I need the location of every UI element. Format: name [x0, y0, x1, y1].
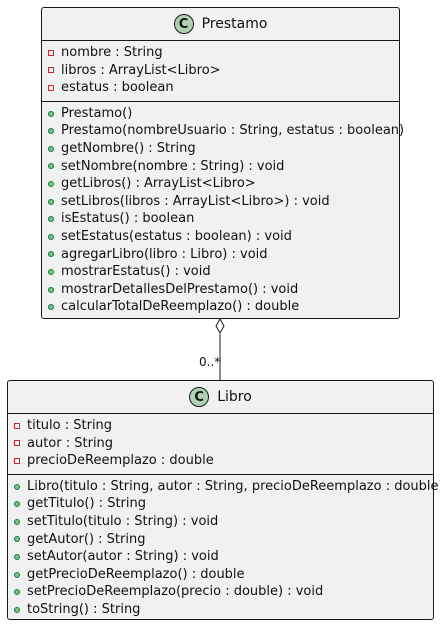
- member-text: libros : ArrayList<Libro>: [61, 62, 221, 78]
- member-text: setLibros(libros : ArrayList<Libro>) : v…: [61, 193, 330, 209]
- public-visibility-icon: [48, 145, 54, 152]
- member-row: getLibros() : ArrayList<Libro>: [42, 175, 399, 193]
- class-badge-icon: C: [189, 387, 210, 407]
- member-text: setTitulo(titulo : String) : void: [27, 513, 219, 529]
- public-visibility-icon: [48, 180, 54, 187]
- member-text: estatus : boolean: [61, 80, 174, 96]
- public-visibility-icon: [14, 483, 20, 490]
- member-text: mostrarDetallesDelPrestamo() : void: [61, 281, 299, 297]
- public-visibility-icon: [48, 216, 54, 223]
- member-row: getPrecioDeReemplazo() : double: [8, 566, 433, 584]
- public-visibility-icon: [14, 501, 20, 508]
- member-text: isEstatus() : boolean: [61, 211, 195, 227]
- member-row: Libro(titulo : String, autor : String, p…: [8, 478, 440, 496]
- methods-section: Prestamo() Prestamo(nombreUsuario : Strin…: [42, 102, 404, 320]
- member-row: getNombre() : String: [42, 140, 399, 158]
- member-row: setPrecioDeReemplazo(precio : double) : …: [8, 583, 433, 601]
- class-badge-icon: C: [173, 14, 194, 34]
- private-visibility-icon: [14, 457, 20, 464]
- member-row: toString() : String: [8, 601, 433, 619]
- member-text: toString() : String: [27, 601, 141, 617]
- member-row: Prestamo(nombreUsuario : String, estatus…: [42, 122, 404, 140]
- member-text: getPrecioDeReemplazo() : double: [27, 566, 245, 582]
- class-header: C Libro: [8, 381, 433, 414]
- aggregation-diamond: [215, 317, 225, 335]
- public-visibility-icon: [14, 518, 20, 525]
- class-name: Libro: [217, 389, 252, 405]
- class-prestamo[interactable]: C Prestamo nombre : String libros : Array…: [41, 7, 404, 320]
- member-row: setLibros(libros : ArrayList<Libro>) : v…: [42, 193, 399, 211]
- member-row: nombre : String: [42, 44, 399, 62]
- private-visibility-icon: [14, 440, 20, 447]
- member-text: Prestamo(nombreUsuario : String, estatus…: [61, 123, 405, 139]
- member-row: autor : String: [8, 435, 433, 453]
- member-row: mostrarDetallesDelPrestamo() : void: [42, 281, 399, 299]
- public-visibility-icon: [48, 110, 54, 117]
- public-visibility-icon: [48, 304, 54, 311]
- member-row: precioDeReemplazo : double: [8, 452, 433, 470]
- member-text: autor : String: [27, 435, 114, 451]
- member-text: getLibros() : ArrayList<Libro>: [61, 176, 256, 192]
- public-visibility-icon: [48, 286, 54, 293]
- public-visibility-icon: [48, 163, 54, 170]
- multiplicity-label: 0..*: [199, 355, 221, 369]
- member-text: nombre : String: [61, 45, 163, 60]
- class-libro[interactable]: C Libro titulo : String autor : String pre…: [7, 380, 440, 623]
- member-text: setNombre(nombre : String) : void: [61, 158, 285, 174]
- member-row: getTitulo() : String: [8, 495, 433, 513]
- public-visibility-icon: [48, 233, 54, 240]
- methods-section: Libro(titulo : String, autor : String, p…: [8, 475, 440, 623]
- public-visibility-icon: [14, 606, 20, 613]
- member-row: agregarLibro(libro : Libro) : void: [42, 246, 399, 264]
- public-visibility-icon: [14, 553, 20, 560]
- member-text: setPrecioDeReemplazo(precio : double) : …: [27, 584, 324, 600]
- public-visibility-icon: [48, 251, 54, 258]
- member-text: precioDeReemplazo : double: [27, 453, 214, 469]
- public-visibility-icon: [14, 589, 20, 596]
- member-text: Prestamo(): [61, 105, 133, 121]
- member-text: getTitulo() : String: [27, 496, 146, 512]
- class-header: C Prestamo: [42, 8, 399, 41]
- public-visibility-icon: [48, 128, 54, 135]
- member-row: getAutor() : String: [8, 531, 433, 549]
- member-row: libros : ArrayList<Libro>: [42, 62, 399, 80]
- member-row: mostrarEstatus() : void: [42, 263, 399, 281]
- member-row: setTitulo(titulo : String) : void: [8, 513, 433, 531]
- member-row: setNombre(nombre : String) : void: [42, 158, 399, 176]
- member-text: titulo : String: [27, 418, 113, 433]
- private-visibility-icon: [48, 84, 54, 91]
- member-row: isEstatus() : boolean: [42, 210, 399, 228]
- class-name: Prestamo: [201, 16, 268, 32]
- member-text: setAutor(autor : String) : void: [27, 549, 219, 565]
- member-row: setAutor(autor : String) : void: [8, 548, 433, 566]
- member-row: Prestamo(): [42, 105, 399, 123]
- member-text: getAutor() : String: [27, 531, 146, 547]
- member-text: getNombre() : String: [61, 140, 196, 156]
- member-text: mostrarEstatus() : void: [61, 264, 211, 280]
- attributes-section: nombre : String libros : ArrayList<Libro>…: [42, 41, 399, 102]
- public-visibility-icon: [48, 268, 54, 275]
- attributes-section: titulo : String autor : String precioDeRee…: [8, 414, 433, 475]
- member-text: setEstatus(estatus : boolean) : void: [61, 228, 292, 244]
- member-row: titulo : String: [8, 417, 433, 435]
- public-visibility-icon: [48, 198, 54, 205]
- private-visibility-icon: [48, 49, 54, 56]
- member-text: agregarLibro(libro : Libro) : void: [61, 246, 268, 262]
- member-row: setEstatus(estatus : boolean) : void: [42, 228, 399, 246]
- private-visibility-icon: [48, 67, 54, 74]
- member-text: calcularTotalDeReemplazo() : double: [61, 299, 300, 315]
- public-visibility-icon: [14, 536, 20, 543]
- member-row: calcularTotalDeReemplazo() : double: [42, 298, 399, 316]
- member-text: Libro(titulo : String, autor : String, p…: [27, 478, 440, 494]
- member-row: estatus : boolean: [42, 79, 399, 97]
- public-visibility-icon: [14, 571, 20, 578]
- private-visibility-icon: [14, 422, 20, 429]
